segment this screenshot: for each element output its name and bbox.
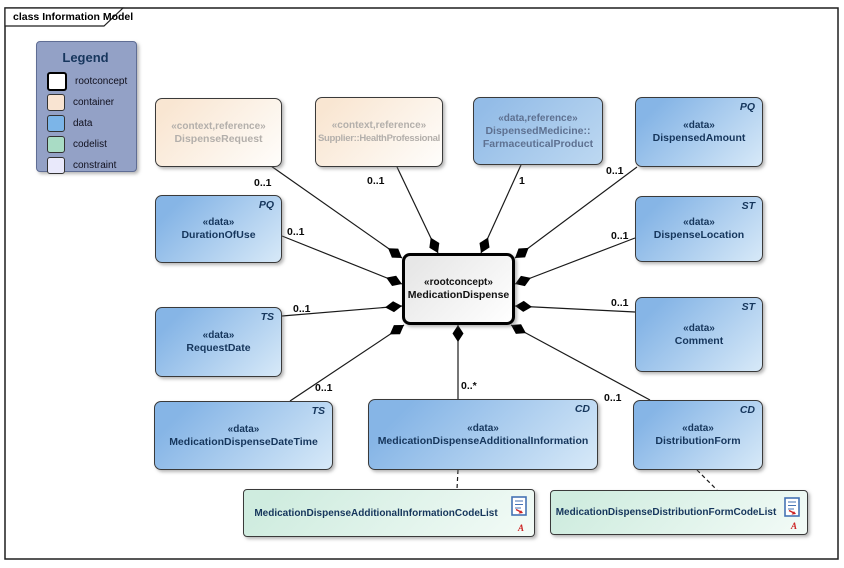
frame-tab [4,7,125,27]
composition-connector [514,305,636,313]
node-dispensedmedicine-farmaceuticalproduct[interactable]: «data,reference» DispensedMedicine:: Far… [473,97,603,165]
multiplicity-label-dispense-location: 0..1 [611,230,629,242]
node-medicationdispense-datetime[interactable]: TS «data» MedicationDispenseDateTime [154,401,333,470]
node-medicationdispense-root[interactable]: «rootconcept» MedicationDispense [402,253,515,325]
multiplicity-label-supplier: 0..1 [367,175,385,187]
codelist-dependency-connector [696,469,718,491]
type-tag: CD [574,403,590,415]
type-tag: PQ [739,101,755,113]
node-dispensed-amount[interactable]: PQ «data» DispensedAmount [635,97,763,167]
type-tag: PQ [258,199,274,211]
language-marker: A [790,521,797,531]
legend-swatch-rootconcept [47,72,67,91]
legend-swatch-codelist [47,136,65,153]
composition-diamond [389,325,404,335]
codelist-dependency-connector [456,469,459,490]
composition-connector [510,324,651,401]
composition-diamond [515,300,532,312]
composition-diamond [479,237,490,253]
multiplicity-label-comment: 0..1 [611,297,629,309]
type-tag: TS [260,311,274,323]
legend-item-codelist: codelist [47,136,136,153]
composition-diamond [429,237,440,253]
node-dispense-location[interactable]: ST «data» DispenseLocation [635,196,763,262]
frame-tab-label: class Information Model [13,11,134,23]
document-artifact-icon [511,496,527,521]
node-dispense-request[interactable]: «context,reference» DispenseRequest [155,98,282,167]
multiplicity-label-request-date: 0..1 [293,303,311,315]
legend-title: Legend [62,50,109,65]
legend-swatch-container [47,94,65,111]
legend[interactable]: Legend rootconcept container data codeli… [36,41,137,174]
language-marker: A [517,523,524,533]
legend-item-rootconcept: rootconcept [47,72,136,91]
multiplicity-label-dispense-request: 0..1 [254,177,272,189]
composition-connector [289,324,405,402]
node-comment[interactable]: ST «data» Comment [635,297,763,372]
composition-connector [281,235,403,285]
composition-diamond [385,301,402,313]
legend-item-container: container [47,94,136,111]
multiplicity-label-distribution-form: 0..1 [604,392,622,404]
legend-swatch-constraint [47,157,65,174]
diagram-frame [4,7,839,560]
composition-diamond [388,248,402,258]
composition-diamond [511,324,526,334]
composition-diamond [452,325,464,342]
composition-diamond [515,247,529,258]
composition-diamond [515,275,531,287]
composition-connector [281,305,403,317]
composition-connector [270,165,403,259]
document-artifact-icon [784,497,800,522]
multiplicity-label-md-datetime: 0..1 [315,382,333,394]
legend-item-data: data [47,115,136,132]
type-tag: ST [741,301,755,313]
node-codelist-additionalinformation[interactable]: MedicationDispenseAdditionalInformationC… [243,489,535,537]
type-tag: CD [739,404,755,416]
composition-connector [514,237,636,285]
node-supplier-healthprofessional[interactable]: «context,reference» Supplier::HealthProf… [315,97,443,167]
node-distribution-form[interactable]: CD «data» DistributionForm [633,400,763,470]
multiplicity-label-duration-of-use: 0..1 [287,226,305,238]
type-tag: TS [311,405,325,417]
multiplicity-label-dispensed-amount: 0..1 [606,165,624,177]
multiplicity-label-dispensed-medicine: 1 [519,175,525,187]
node-medicationdispense-additionalinformation[interactable]: CD «data» MedicationDispenseAdditionalIn… [368,399,598,470]
composition-connector [514,166,638,259]
node-request-date[interactable]: TS «data» RequestDate [155,307,282,377]
legend-swatch-data [47,115,65,132]
type-tag: ST [741,200,755,212]
multiplicity-label-additional-information: 0..* [461,380,477,392]
node-duration-of-use[interactable]: PQ «data» DurationOfUse [155,195,282,263]
composition-diamond [386,275,402,286]
legend-item-constraint: constraint [47,157,136,174]
node-codelist-distributionform[interactable]: MedicationDispenseDistributionFormCodeLi… [550,490,808,535]
